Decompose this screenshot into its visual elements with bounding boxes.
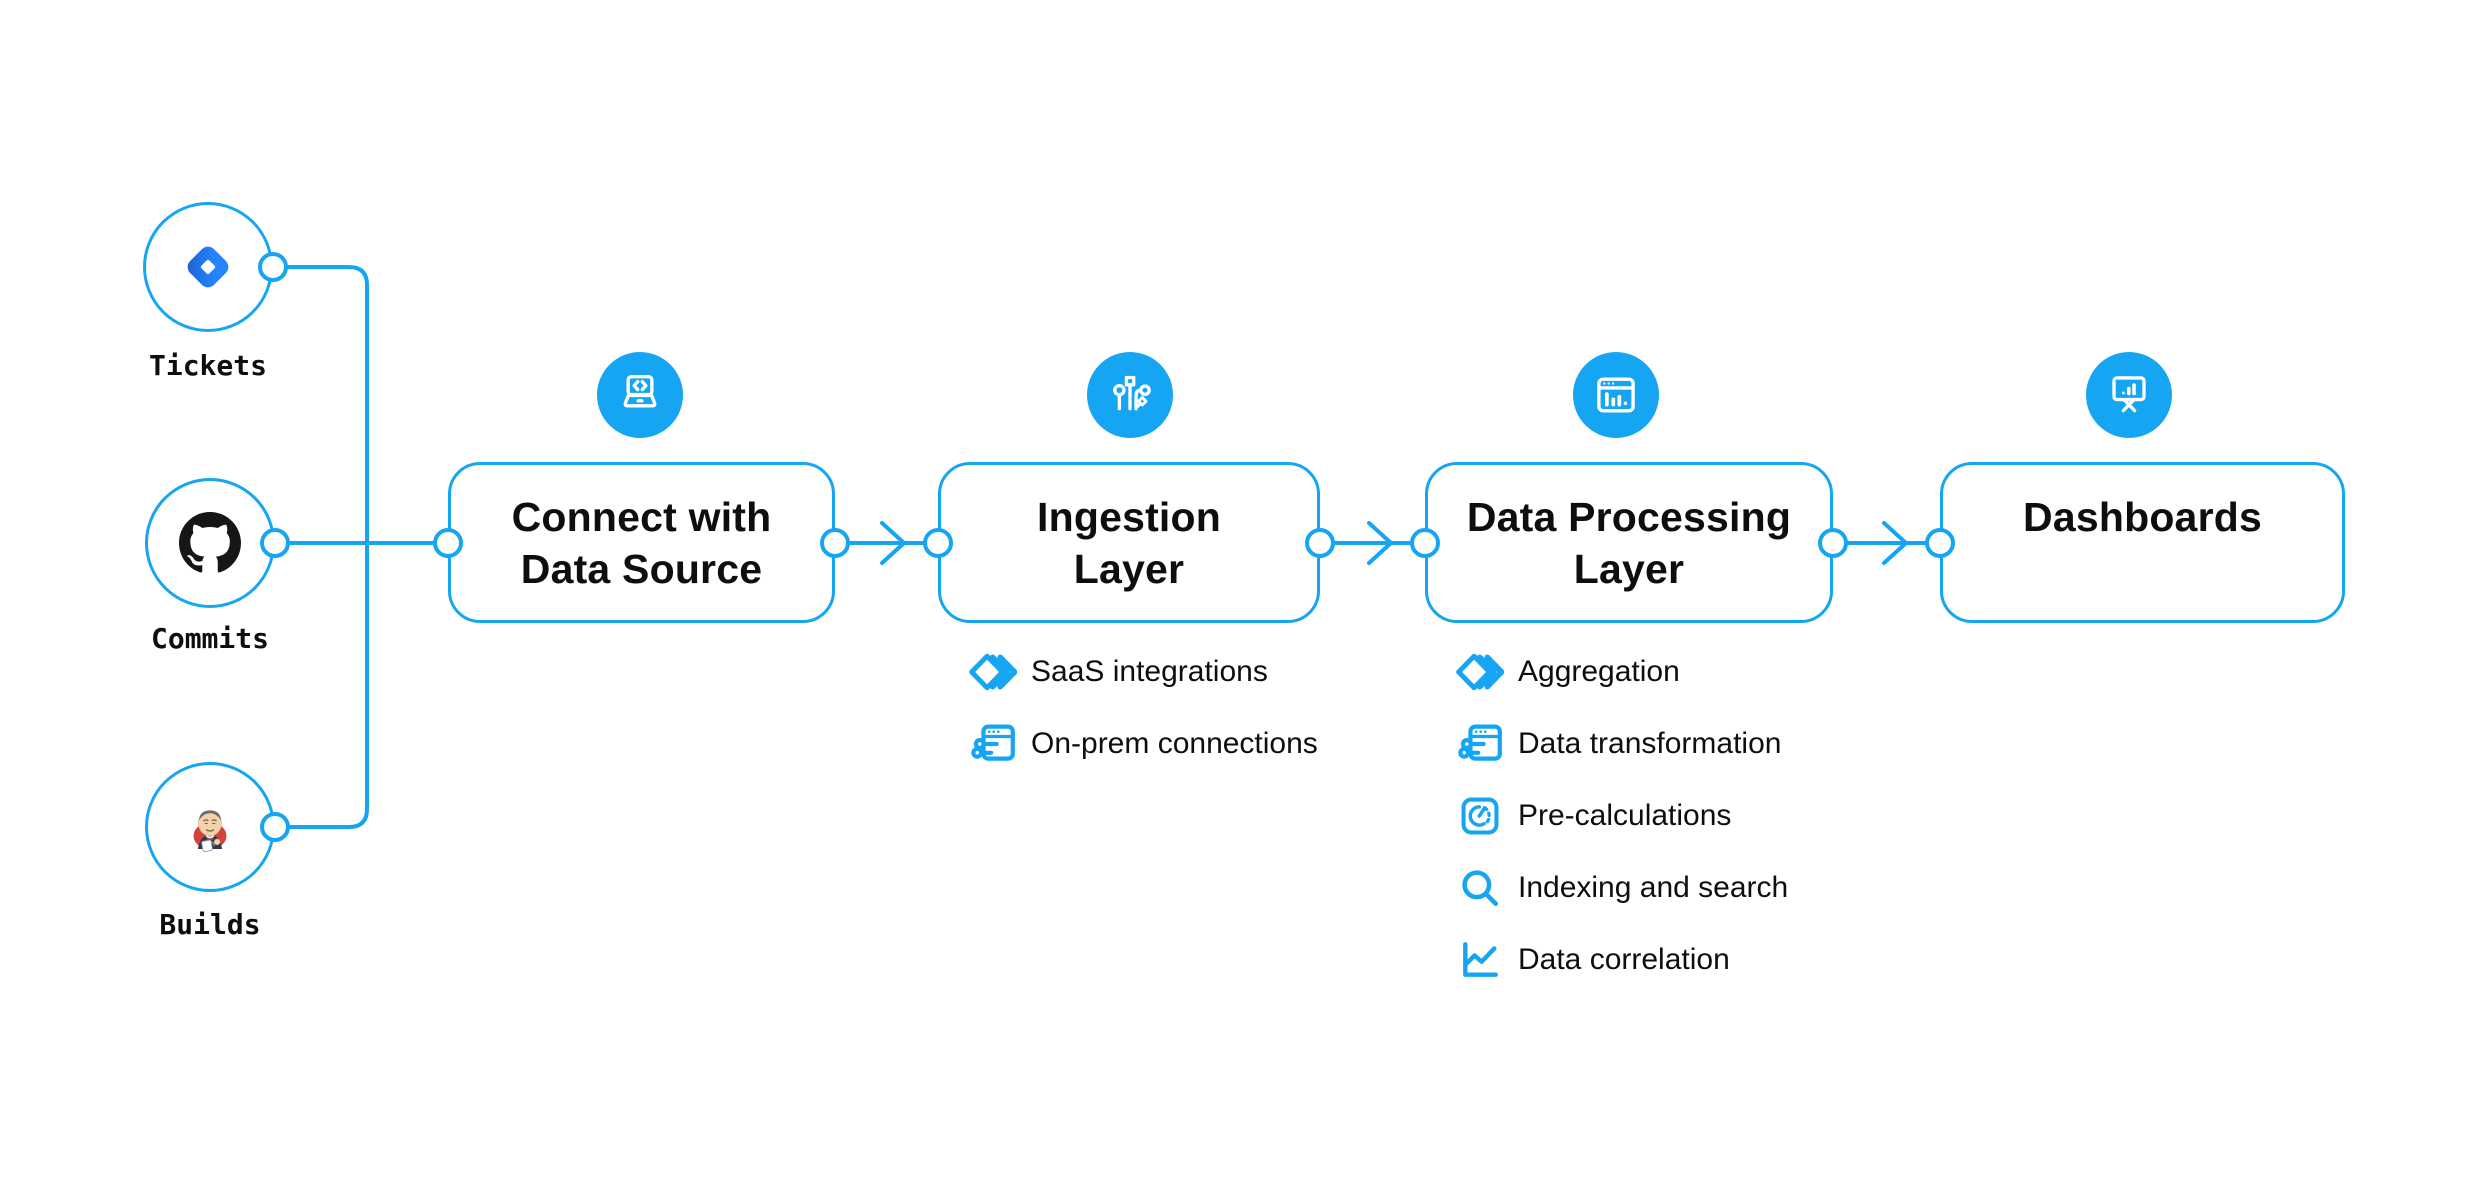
stage-title-line: Data Source <box>520 546 763 592</box>
stage-title-line: Ingestion <box>1036 494 1222 540</box>
feature-label: Aggregation <box>1518 655 1680 688</box>
stage-box-processing: Data Processing Layer <box>1425 462 1833 623</box>
feature-label: Pre-calculations <box>1518 799 1732 832</box>
list-item: On-prem connections <box>969 708 1318 780</box>
gauge-icon <box>1456 795 1504 837</box>
overlapping-diamonds-icon <box>969 653 1017 691</box>
stage-title-line: Connect with <box>511 494 772 540</box>
source-label-tickets: Tickets <box>148 349 267 382</box>
ingestion-feature-list: SaaS integrations On-prem connections <box>969 636 1318 780</box>
processing-feature-list: Aggregation Data transformation <box>1456 636 1788 996</box>
laptop-code-icon <box>597 352 683 438</box>
line-chart-icon <box>1456 939 1504 981</box>
stage-box-connect: Connect with Data Source <box>448 462 835 623</box>
feature-label: Data transformation <box>1518 727 1782 760</box>
arrowhead-icon <box>1367 521 1393 565</box>
list-item: SaaS integrations <box>969 636 1318 708</box>
feature-label: Indexing and search <box>1518 871 1789 904</box>
jenkins-icon <box>193 810 227 853</box>
source-circle-builds <box>145 762 275 892</box>
stage-box-ingestion: Ingestion Layer <box>938 462 1320 623</box>
stage-title-ingestion: Ingestion Layer <box>941 465 1317 595</box>
feature-label: On-prem connections <box>1031 727 1318 760</box>
feature-label: Data correlation <box>1518 943 1730 976</box>
list-item: Data correlation <box>1456 924 1788 996</box>
source-label-builds: Builds <box>159 908 261 941</box>
stage-title-line: Dashboards <box>2023 494 2262 540</box>
list-item: Aggregation <box>1456 636 1788 708</box>
jira-icon <box>187 246 229 288</box>
stage-title-dashboards: Dashboards <box>1943 465 2342 543</box>
list-item: Pre-calculations <box>1456 780 1788 852</box>
stage-title-line: Data Processing <box>1466 494 1792 540</box>
list-item: Indexing and search <box>1456 852 1788 924</box>
stage-title-line: Layer <box>1573 546 1685 592</box>
feature-label: SaaS integrations <box>1031 655 1268 688</box>
circuit-nodes-icon <box>1113 375 1151 411</box>
source-circle-tickets <box>143 202 273 332</box>
window-bar-chart-icon <box>1597 377 1635 413</box>
window-bar-chart-icon <box>1573 352 1659 438</box>
presentation-chart-icon <box>2086 352 2172 438</box>
laptop-code-icon <box>623 375 657 408</box>
list-item: Data transformation <box>1456 708 1788 780</box>
overlapping-diamonds-icon <box>1456 653 1504 691</box>
arrowhead-icon <box>1882 521 1908 565</box>
github-icon <box>179 512 241 573</box>
stage-box-dashboards: Dashboards <box>1940 462 2345 623</box>
presentation-chart-icon <box>2112 376 2146 413</box>
source-label-commits: Commits <box>150 622 269 655</box>
stage-title-line: Layer <box>1073 546 1185 592</box>
stage-title-processing: Data Processing Layer <box>1428 465 1830 595</box>
window-sliders-icon <box>1456 723 1504 765</box>
circuit-nodes-icon <box>1087 352 1173 438</box>
search-icon <box>1456 867 1504 909</box>
stage-title-connect: Connect with Data Source <box>451 465 832 595</box>
source-circle-commits <box>145 478 275 608</box>
window-sliders-icon <box>969 723 1017 765</box>
arrowhead-icon <box>880 521 906 565</box>
